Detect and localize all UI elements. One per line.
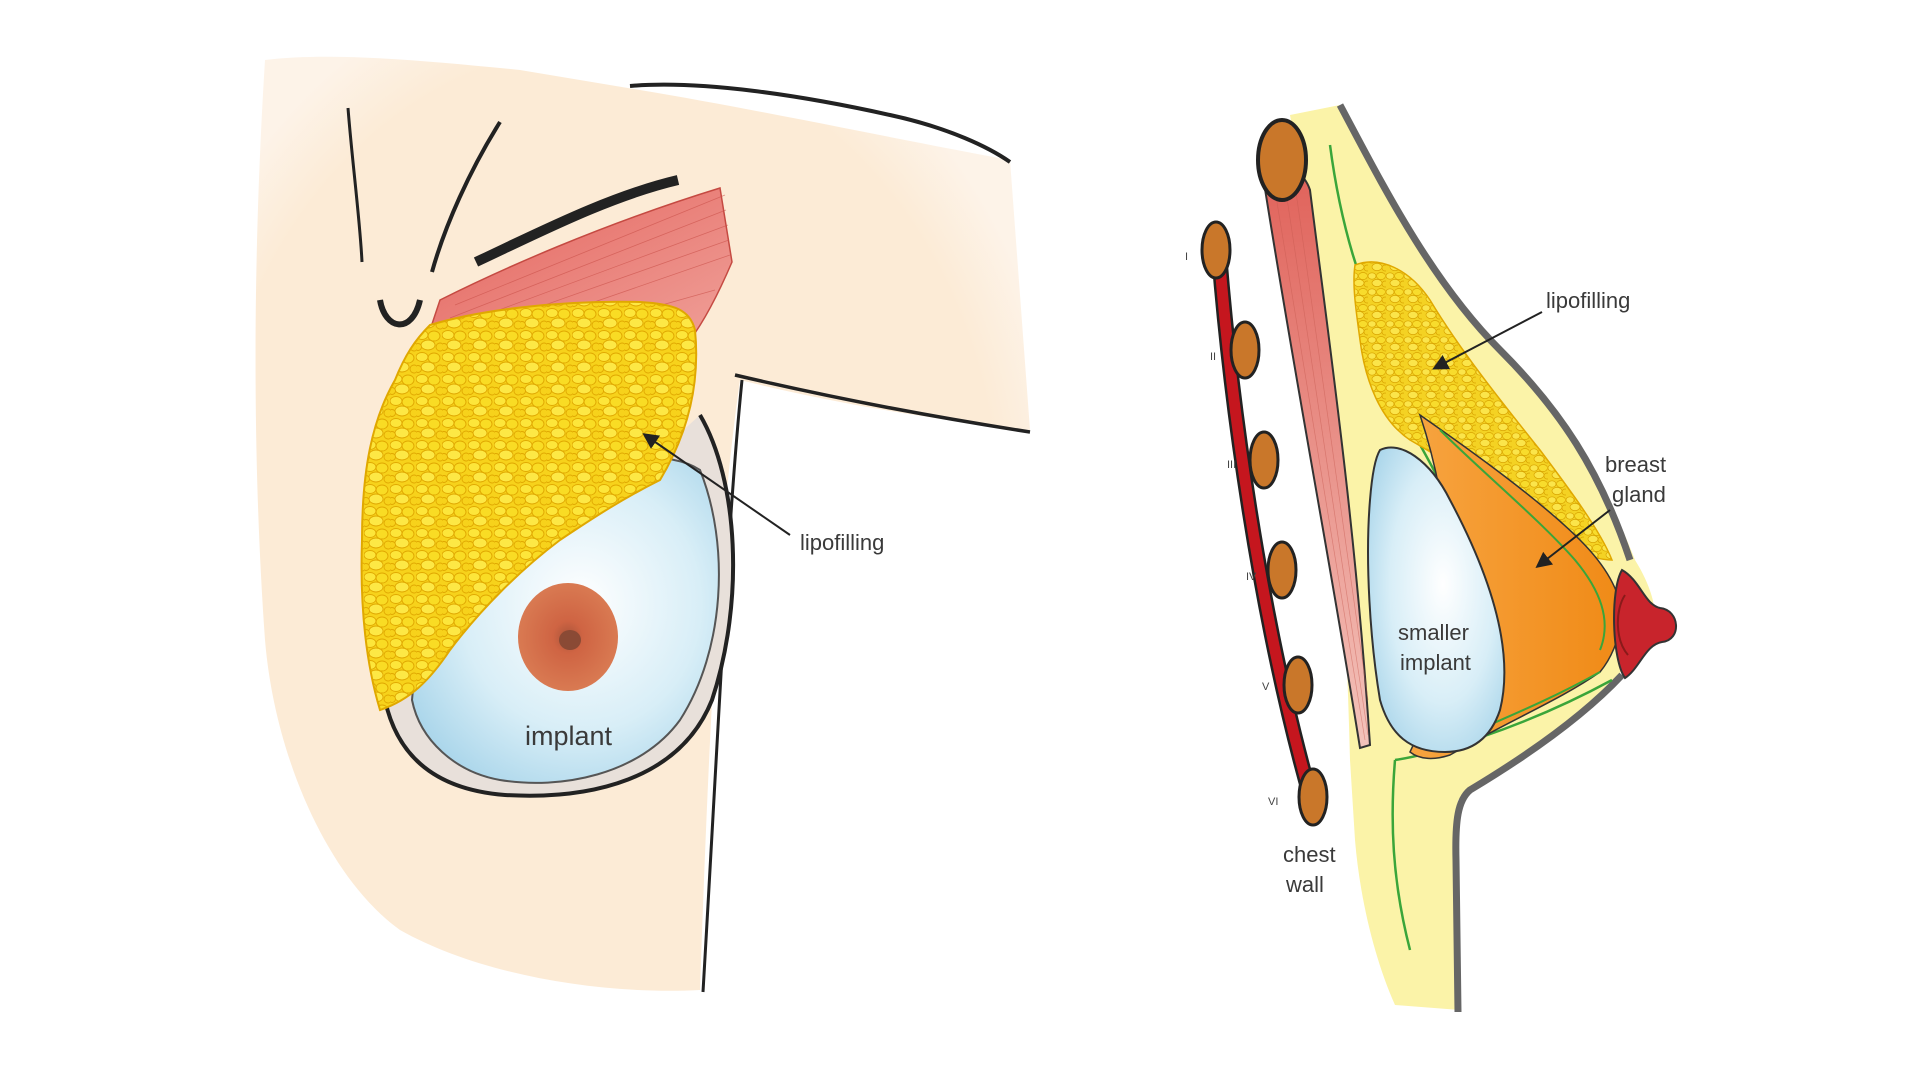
side-view: I II III IV V VI lipofilling breast glan… — [1185, 103, 1677, 1013]
front-nipple — [559, 630, 581, 650]
chest-wall: I II III IV V VI — [1185, 220, 1329, 827]
side-implant — [1367, 446, 1506, 754]
rib-joint — [1297, 767, 1329, 827]
side-pectoral-muscle — [1260, 165, 1372, 750]
side-label-implant-line1: smaller — [1398, 620, 1469, 645]
side-muscle-fibers — [1274, 184, 1369, 741]
rib-label-1: I — [1185, 251, 1188, 263]
side-areola-contour — [1616, 594, 1629, 656]
sternal-notch — [377, 299, 423, 328]
front-lipofilling-arrow — [642, 433, 791, 536]
side-label-chest-line1: chest — [1283, 842, 1336, 867]
chest-wall-bar-fill — [1212, 234, 1318, 808]
front-label-lipofilling: lipofilling — [800, 530, 884, 555]
side-label-gland-line2: gland — [1612, 482, 1666, 507]
side-clavicle — [1256, 118, 1308, 202]
neck-line-left — [346, 107, 364, 263]
rib-joint — [1200, 220, 1232, 280]
neck-line-right — [430, 120, 502, 273]
side-skin-outline — [1336, 103, 1634, 1013]
rib-label-5: V — [1262, 681, 1270, 693]
rib-label-3: III — [1227, 459, 1236, 471]
side-gland-arrow — [1535, 509, 1611, 568]
rib-joint — [1248, 430, 1280, 490]
clavicle — [473, 175, 680, 267]
arm-lower-outline — [734, 373, 1031, 434]
rib-label-2: II — [1210, 351, 1216, 363]
rib-label-6: VI — [1268, 796, 1278, 808]
front-lipofilling-fat — [360, 300, 698, 712]
side-label-gland-line1: breast — [1605, 452, 1666, 477]
side-label-lipofilling: lipofilling — [1546, 288, 1630, 313]
rib-joint — [1282, 655, 1314, 715]
front-view: implant lipofilling — [255, 56, 1031, 993]
side-lipofilling-arrow — [1432, 311, 1543, 370]
side-label-chest-line2: wall — [1285, 872, 1324, 897]
side-nipple — [1613, 568, 1677, 680]
rib-joint — [1229, 320, 1261, 380]
arm-upper-outline — [629, 82, 1012, 164]
side-label-implant-line2: implant — [1400, 650, 1471, 675]
front-label-implant: implant — [525, 721, 613, 751]
rib-joint — [1266, 540, 1298, 600]
rib-label-4: IV — [1246, 571, 1257, 583]
